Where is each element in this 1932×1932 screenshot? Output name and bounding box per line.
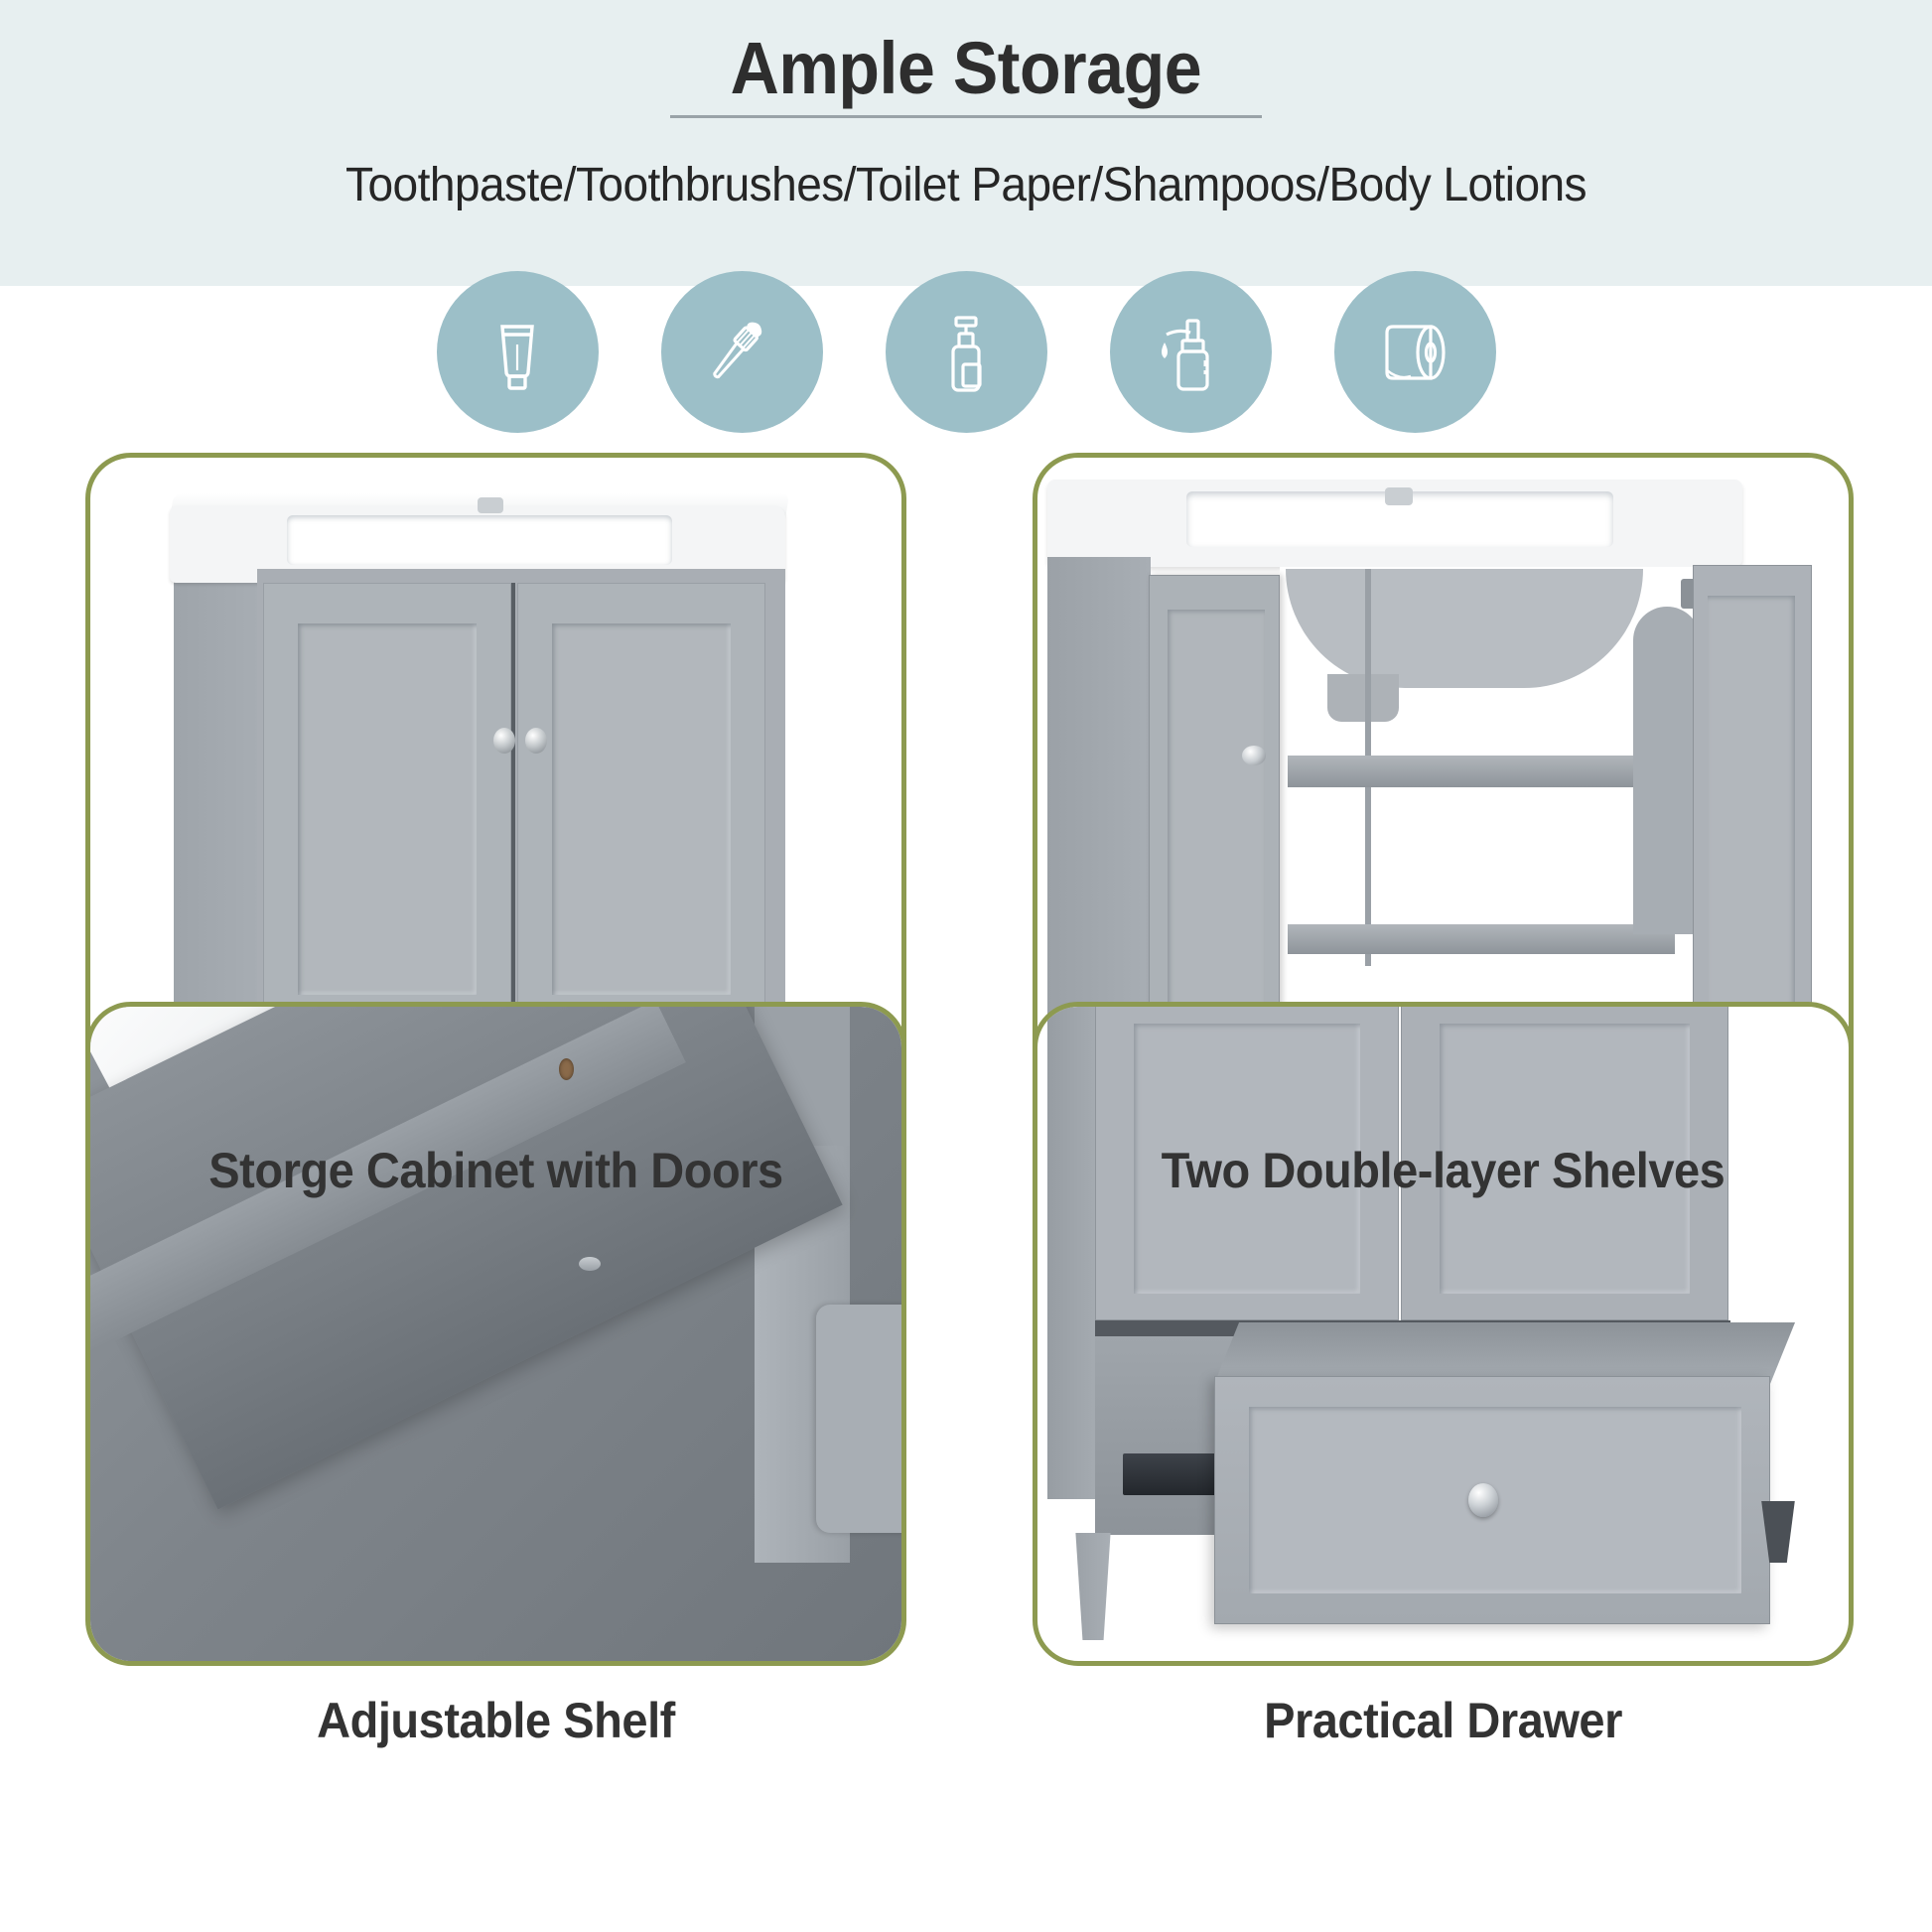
drawer-slide-rail (1123, 1453, 1218, 1495)
cabinet-door-left (1095, 1007, 1399, 1320)
cabinet-leg-left (1075, 1533, 1111, 1640)
feature-panel-grid: Storge Cabinet with Doors Two Double-lay… (0, 449, 1932, 1932)
drawer-knob (1468, 1483, 1498, 1517)
cabinet-knob-left (1242, 746, 1266, 765)
product-photo-open-drawer (1037, 1007, 1849, 1661)
shelf-side-panel (1633, 607, 1701, 934)
shelf-peg-hole (559, 1058, 574, 1080)
sink-bowl-underside (1286, 569, 1643, 722)
shelf-lower (1288, 924, 1675, 954)
cabinet-knob-right (525, 728, 547, 754)
panel-practical-drawer (1033, 1002, 1854, 1666)
vanity-left-side (1047, 1007, 1097, 1499)
header-band: Ample Storage Toothpaste/Toothbrushes/To… (0, 0, 1932, 286)
cabinet-door-left (263, 583, 511, 1010)
title-block: Ample Storage (670, 30, 1262, 118)
drawer-box-side (1214, 1322, 1796, 1384)
cabinet-door-right-open (1693, 565, 1812, 1032)
title-underline (670, 114, 1262, 118)
feature-icon-row (0, 270, 1932, 434)
door-seam (511, 583, 515, 1010)
caption-storage-cabinet-with-doors: Storge Cabinet with Doors (208, 1143, 783, 1198)
page-title: Ample Storage (730, 27, 1202, 109)
product-photo-shelf-macro (90, 1007, 901, 1661)
shelf-upper (1288, 756, 1675, 787)
toilet-paper-roll-icon (1333, 271, 1496, 433)
page-subtitle: Toothpaste/Toothbrushes/Toilet Paper/Sha… (345, 158, 1587, 211)
caption-adjustable-shelf: Adjustable Shelf (317, 1693, 675, 1748)
cabinet-knob-left (493, 728, 515, 754)
toothpaste-tube-icon (436, 271, 599, 433)
lotion-dispenser-icon (1109, 271, 1272, 433)
cabinet-door-left-open (1149, 575, 1280, 1041)
caption-practical-drawer: Practical Drawer (1264, 1693, 1622, 1748)
caption-two-double-layer-shelves: Two Double-layer Shelves (1161, 1143, 1725, 1198)
pump-bottle-icon (885, 271, 1047, 433)
toothbrush-icon (660, 271, 823, 433)
cabinet-door-right (517, 583, 765, 1010)
vanity-faucet-hole (1385, 487, 1413, 505)
panel-adjustable-shelf (85, 1002, 906, 1666)
shelf-support-pin (579, 1257, 601, 1271)
shelf-support-tab (816, 1305, 901, 1533)
vanity-faucet-hole (478, 497, 503, 513)
cabinet-door-right (1401, 1007, 1728, 1320)
